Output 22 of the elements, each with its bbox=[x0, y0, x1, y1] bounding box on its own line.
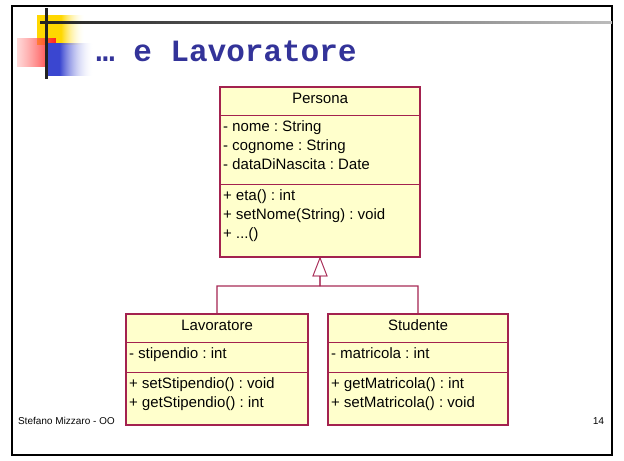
class-box bbox=[327, 313, 509, 426]
class-attribute: - stipendio : int bbox=[129, 344, 227, 363]
page-number: 14 bbox=[592, 416, 604, 427]
class-attribute: - dataDiNascita : Date bbox=[223, 155, 370, 174]
class-operation: + getMatricola() : int bbox=[331, 374, 464, 393]
class-operation: + ...() bbox=[223, 224, 258, 243]
class-attribute: - cognome : String bbox=[223, 136, 346, 155]
class-attribute: - nome : String bbox=[223, 117, 322, 136]
class-operation: + setNome(String) : void bbox=[223, 205, 386, 224]
class-box bbox=[219, 86, 421, 258]
class-box bbox=[125, 313, 309, 426]
class-name: Persona bbox=[291, 90, 349, 107]
class-operation: + eta() : int bbox=[223, 186, 296, 205]
class-operation: + getStipendio() : int bbox=[129, 393, 264, 412]
class-name: Studente bbox=[386, 317, 450, 334]
class-operation: + setStipendio() : void bbox=[129, 374, 274, 393]
class-operation: + setMatricola() : void bbox=[331, 393, 475, 412]
class-attribute: - matricola : int bbox=[331, 344, 430, 363]
footer-author: Stefano Mizzaro - OO bbox=[18, 416, 115, 427]
slide-title: … e Lavoratore bbox=[96, 36, 356, 71]
class-name: Lavoratore bbox=[180, 317, 254, 334]
inheritance-arrow bbox=[312, 258, 419, 313]
